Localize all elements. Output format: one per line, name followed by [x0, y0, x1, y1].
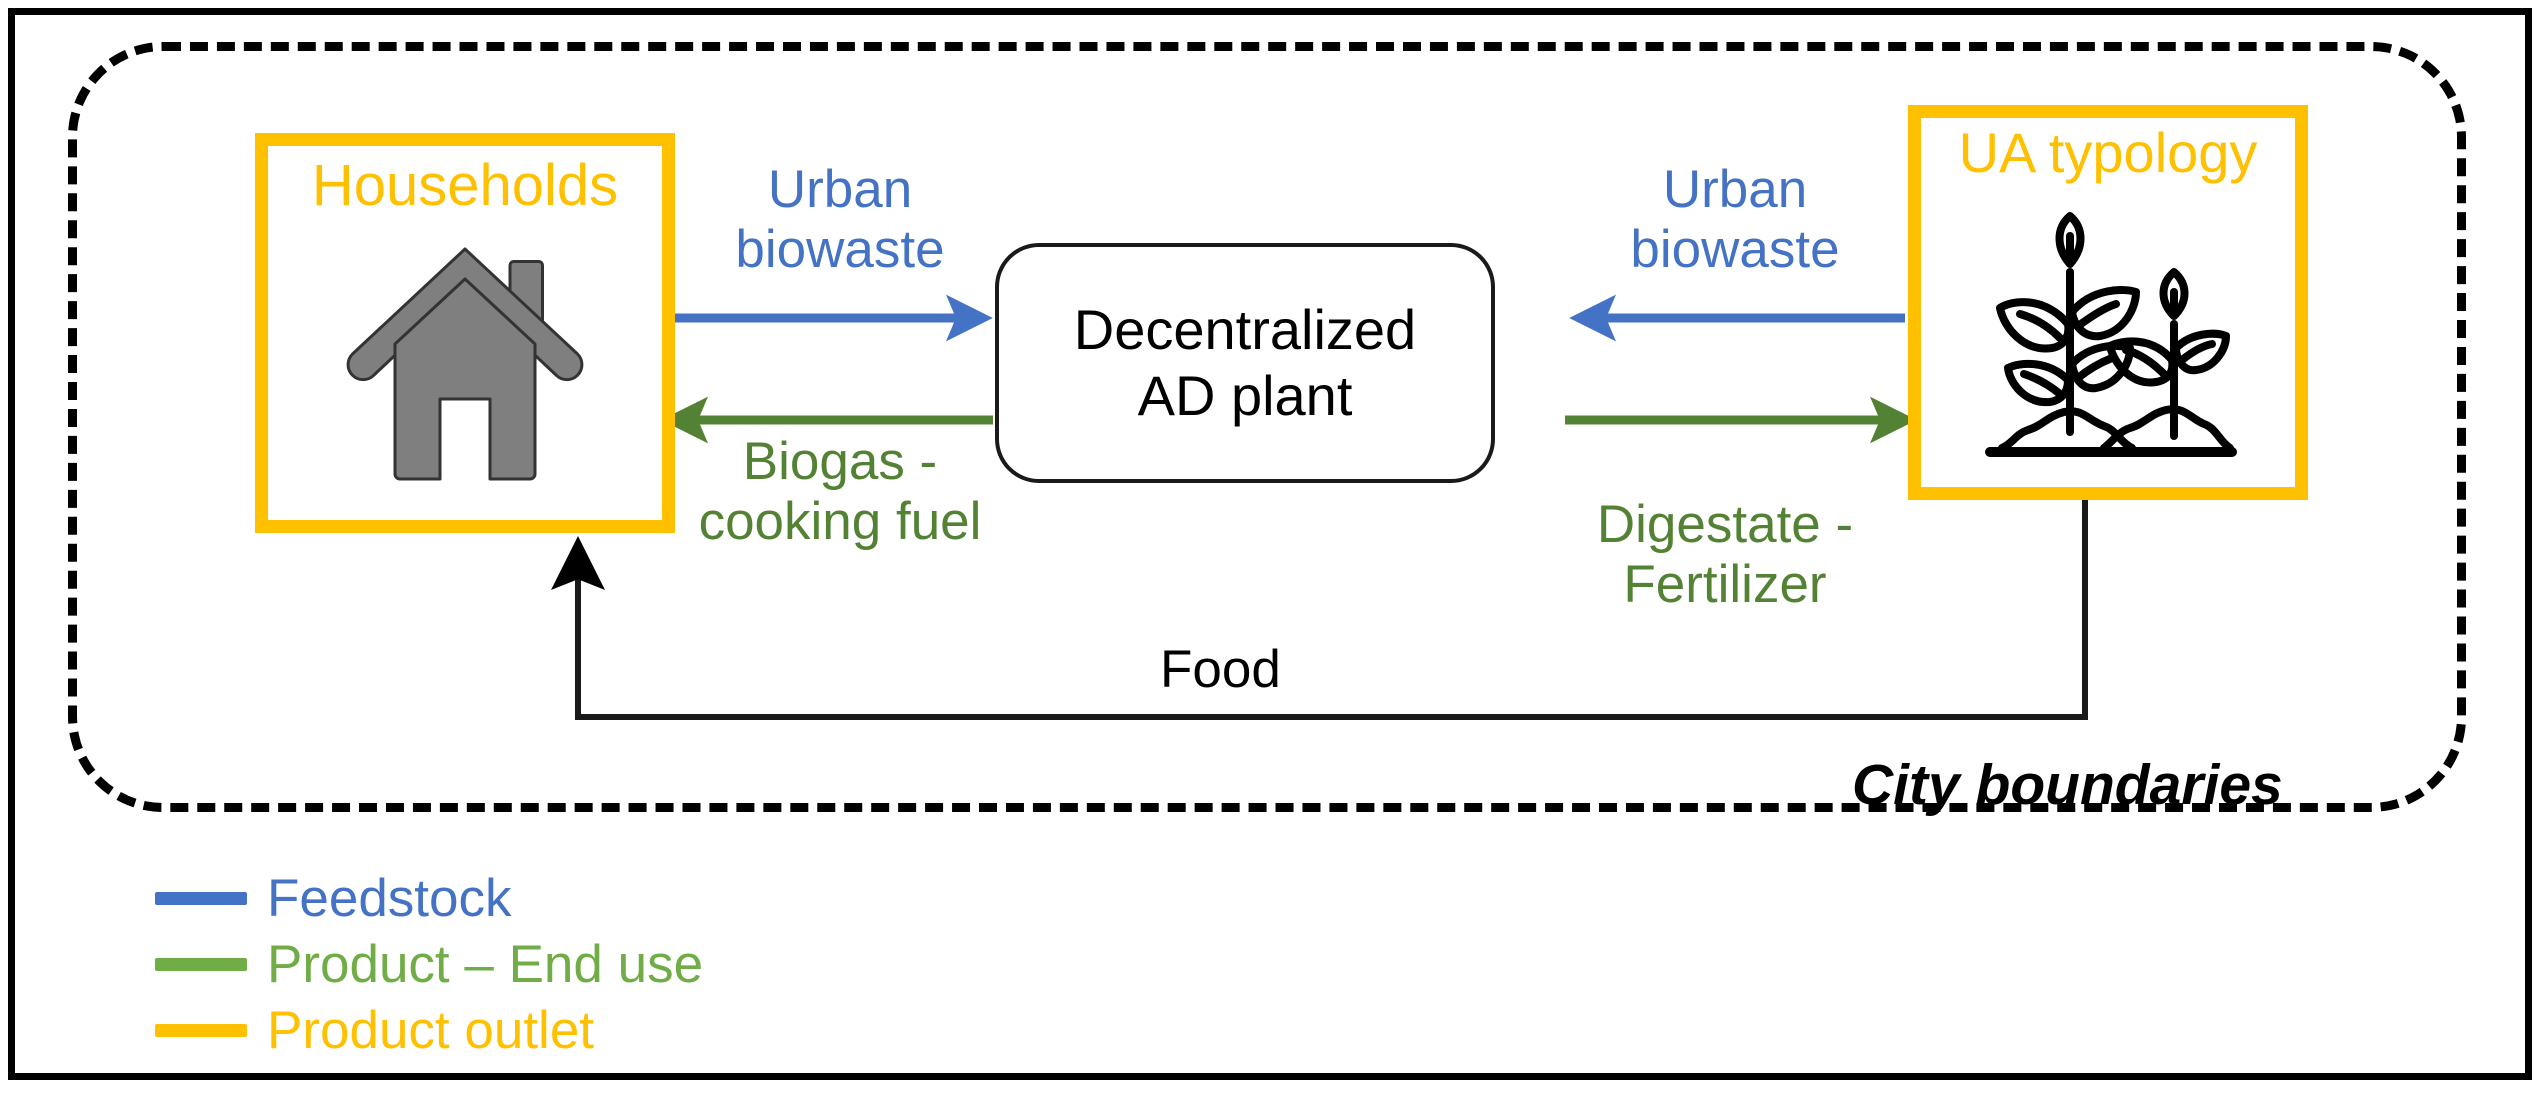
label-digestate-line2: Fertilizer [1623, 554, 1827, 614]
legend-item-feedstock: Feedstock [155, 865, 703, 931]
legend-label-feedstock: Feedstock [267, 868, 512, 928]
label-urban-biowaste-left-line1: Urban [767, 160, 913, 219]
node-households[interactable]: Households [255, 133, 675, 533]
label-food-text: Food [1160, 640, 1281, 699]
label-urban-biowaste-left-line2: biowaste [735, 219, 945, 279]
label-urban-biowaste-right-line2: biowaste [1630, 219, 1840, 279]
legend-label-product-end-use: Product – End use [267, 934, 704, 994]
label-urban-biowaste-right: Urban biowaste [1570, 160, 1900, 280]
ua-typology-label: UA typology [1958, 121, 2258, 184]
label-biogas-cooking-fuel: Biogas - cooking fuel [665, 432, 1015, 552]
ad-plant-label-line2: AD plant [1137, 364, 1353, 427]
households-label: Households [311, 153, 619, 218]
legend-item-product-end-use: Product – End use [155, 931, 703, 997]
label-digestate-line1: Digestate - [1596, 495, 1854, 554]
legend: Feedstock Product – End use Product outl… [155, 865, 703, 1063]
house-icon [340, 234, 590, 494]
outer-frame [8, 8, 2532, 1080]
plants-icon [1972, 200, 2244, 467]
legend-swatch-product-end-use [155, 957, 247, 971]
city-boundaries-caption: City boundaries [1852, 753, 2283, 817]
legend-item-product-outlet: Product outlet [155, 997, 703, 1063]
label-urban-biowaste-left: Urban biowaste [675, 160, 1005, 280]
ad-plant-label-line1: Decentralized [1073, 297, 1417, 361]
label-biogas-line1: Biogas - [742, 432, 938, 491]
legend-swatch-feedstock [155, 891, 247, 905]
node-decentralized-ad-plant[interactable]: Decentralized AD plant [995, 243, 1495, 483]
city-boundary-dashed-box [68, 42, 2466, 812]
label-biogas-line2: cooking fuel [698, 491, 982, 551]
node-ua-typology[interactable]: UA typology [1908, 105, 2308, 500]
label-food: Food [1160, 640, 1460, 700]
label-digestate-fertilizer: Digestate - Fertilizer [1545, 495, 1905, 615]
legend-swatch-product-outlet [155, 1023, 247, 1037]
legend-label-product-outlet: Product outlet [267, 1000, 595, 1060]
label-urban-biowaste-right-line1: Urban [1662, 160, 1808, 219]
